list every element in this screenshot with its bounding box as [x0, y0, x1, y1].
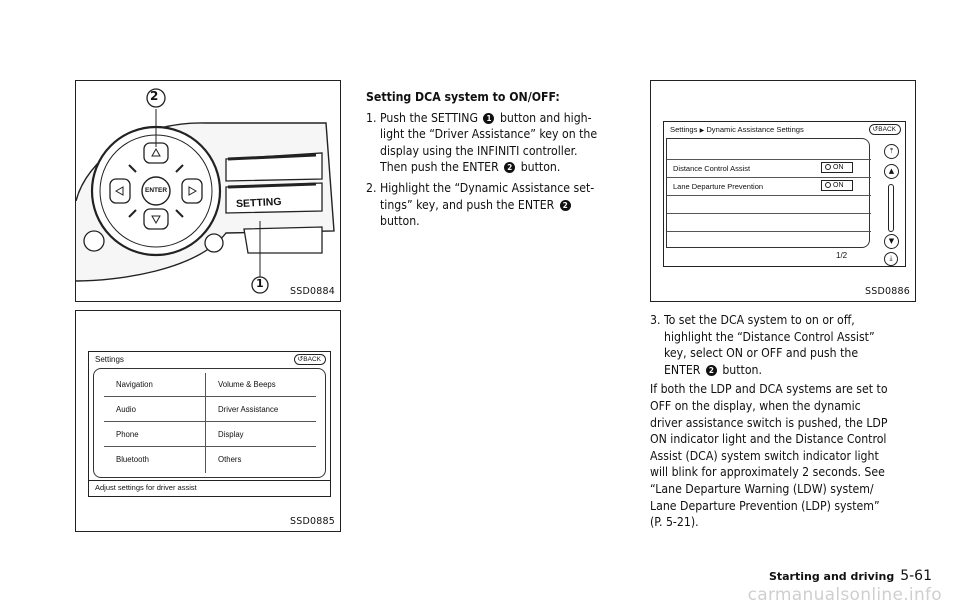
- divider: [104, 446, 316, 447]
- menu-item-volume-beeps[interactable]: Volume & Beeps: [218, 380, 276, 389]
- scroll-top-icon[interactable]: ⤒: [884, 144, 899, 159]
- back-arrow-icon: ↺: [297, 356, 304, 363]
- lane-departure-toggle[interactable]: ON: [821, 180, 853, 191]
- scroll-up-icon[interactable]: ▲: [884, 164, 899, 179]
- menu-item-audio[interactable]: Audio: [116, 405, 136, 414]
- distance-control-toggle[interactable]: ON: [821, 162, 853, 173]
- scrollbar-track[interactable]: [888, 184, 894, 232]
- figure-settings-menu: Settings ↺BACK Navigation Audio Phone Bl…: [75, 310, 341, 532]
- figure-setting-controls: 2 1 ENTER SETTING SSD0884: [75, 80, 341, 302]
- menu-item-display[interactable]: Display: [218, 430, 244, 439]
- menu-grid: Navigation Audio Phone Bluetooth Volume …: [93, 368, 326, 478]
- menu-item-bluetooth[interactable]: Bluetooth: [116, 455, 149, 464]
- breadcrumb-root: Settings: [670, 125, 698, 134]
- page-indicator: 1/2: [836, 251, 848, 260]
- figure-code: SSD0885: [290, 516, 335, 527]
- figure-code: SSD0886: [865, 286, 910, 297]
- breadcrumb: Settings ▶ Dynamic Assistance Settings: [670, 125, 804, 134]
- callout-badge-2: 2: [504, 162, 516, 174]
- breadcrumb-separator-icon: ▶: [699, 128, 705, 134]
- divider: [667, 177, 871, 178]
- enter-button-label: ENTER: [145, 187, 168, 194]
- radio-indicator-icon: [825, 182, 831, 188]
- figure-code: SSD0884: [290, 286, 335, 297]
- menu-item-others[interactable]: Others: [218, 455, 242, 464]
- back-button[interactable]: ↺BACK: [869, 124, 901, 135]
- instructions-column-2: 3.To set the DCA system to on or off, hi…: [650, 312, 920, 531]
- menu-item-driver-assistance[interactable]: Driver Assistance: [218, 405, 279, 414]
- info-paragraph: If both the LDP and DCA systems are set …: [650, 382, 888, 530]
- figure-dynamic-assistance: Settings ▶ Dynamic Assistance Settings ↺…: [650, 80, 916, 302]
- callout-badge-1: 1: [483, 112, 495, 124]
- step-3: 3.To set the DCA system to on or off,: [650, 313, 855, 327]
- section-name: Starting and driving: [768, 570, 895, 583]
- control-panel-illustration: [76, 88, 335, 294]
- scroll-bottom-icon[interactable]: ⤓: [884, 252, 898, 266]
- dynamic-assistance-screen: Settings ▶ Dynamic Assistance Settings ↺…: [663, 121, 906, 267]
- row-lane-departure-prevention[interactable]: Lane Departure Prevention: [673, 182, 764, 191]
- divider: [667, 195, 871, 196]
- breadcrumb-current: Dynamic Assistance Settings: [706, 125, 804, 134]
- row-distance-control-assist[interactable]: Distance Control Assist: [673, 164, 751, 173]
- settings-list: Distance Control Assist ON Lane Departur…: [666, 138, 871, 248]
- radio-indicator-icon: [825, 164, 831, 170]
- callout-badge-2: 2: [559, 199, 571, 211]
- page-footer: Starting and driving 5-61: [769, 565, 932, 584]
- divider: [667, 231, 871, 232]
- back-button[interactable]: ↺BACK: [294, 354, 326, 365]
- back-arrow-icon: ↺: [872, 126, 879, 133]
- status-divider: [89, 480, 330, 481]
- divider: [104, 421, 316, 422]
- divider: [104, 396, 316, 397]
- menu-item-navigation[interactable]: Navigation: [116, 380, 153, 389]
- scroll-down-icon[interactable]: ▼: [884, 234, 899, 249]
- instructions-column-1: Setting DCA system to ON/OFF: 1.Push the…: [366, 89, 628, 230]
- divider: [667, 159, 871, 160]
- callout-badge-2: 2: [705, 364, 717, 376]
- status-text: Adjust settings for driver assist: [95, 483, 197, 492]
- setting-button-label: SETTING: [235, 195, 282, 211]
- column-divider: [205, 373, 206, 473]
- divider: [667, 213, 871, 214]
- page-number: 5-61: [900, 568, 932, 584]
- step-2: 2.Highlight the “Dynamic Assistance set-: [366, 180, 595, 195]
- section-heading: Setting DCA system to ON/OFF:: [366, 90, 560, 104]
- watermark: carmanualsonline.info: [747, 585, 942, 605]
- step-1: 1.Push the SETTING 1 button and high-: [366, 110, 592, 125]
- settings-screen: Settings ↺BACK Navigation Audio Phone Bl…: [88, 351, 331, 497]
- callout-1: 1: [256, 277, 264, 290]
- menu-item-phone[interactable]: Phone: [116, 430, 139, 439]
- callout-2: 2: [150, 89, 159, 103]
- screen-title: Settings: [95, 355, 124, 364]
